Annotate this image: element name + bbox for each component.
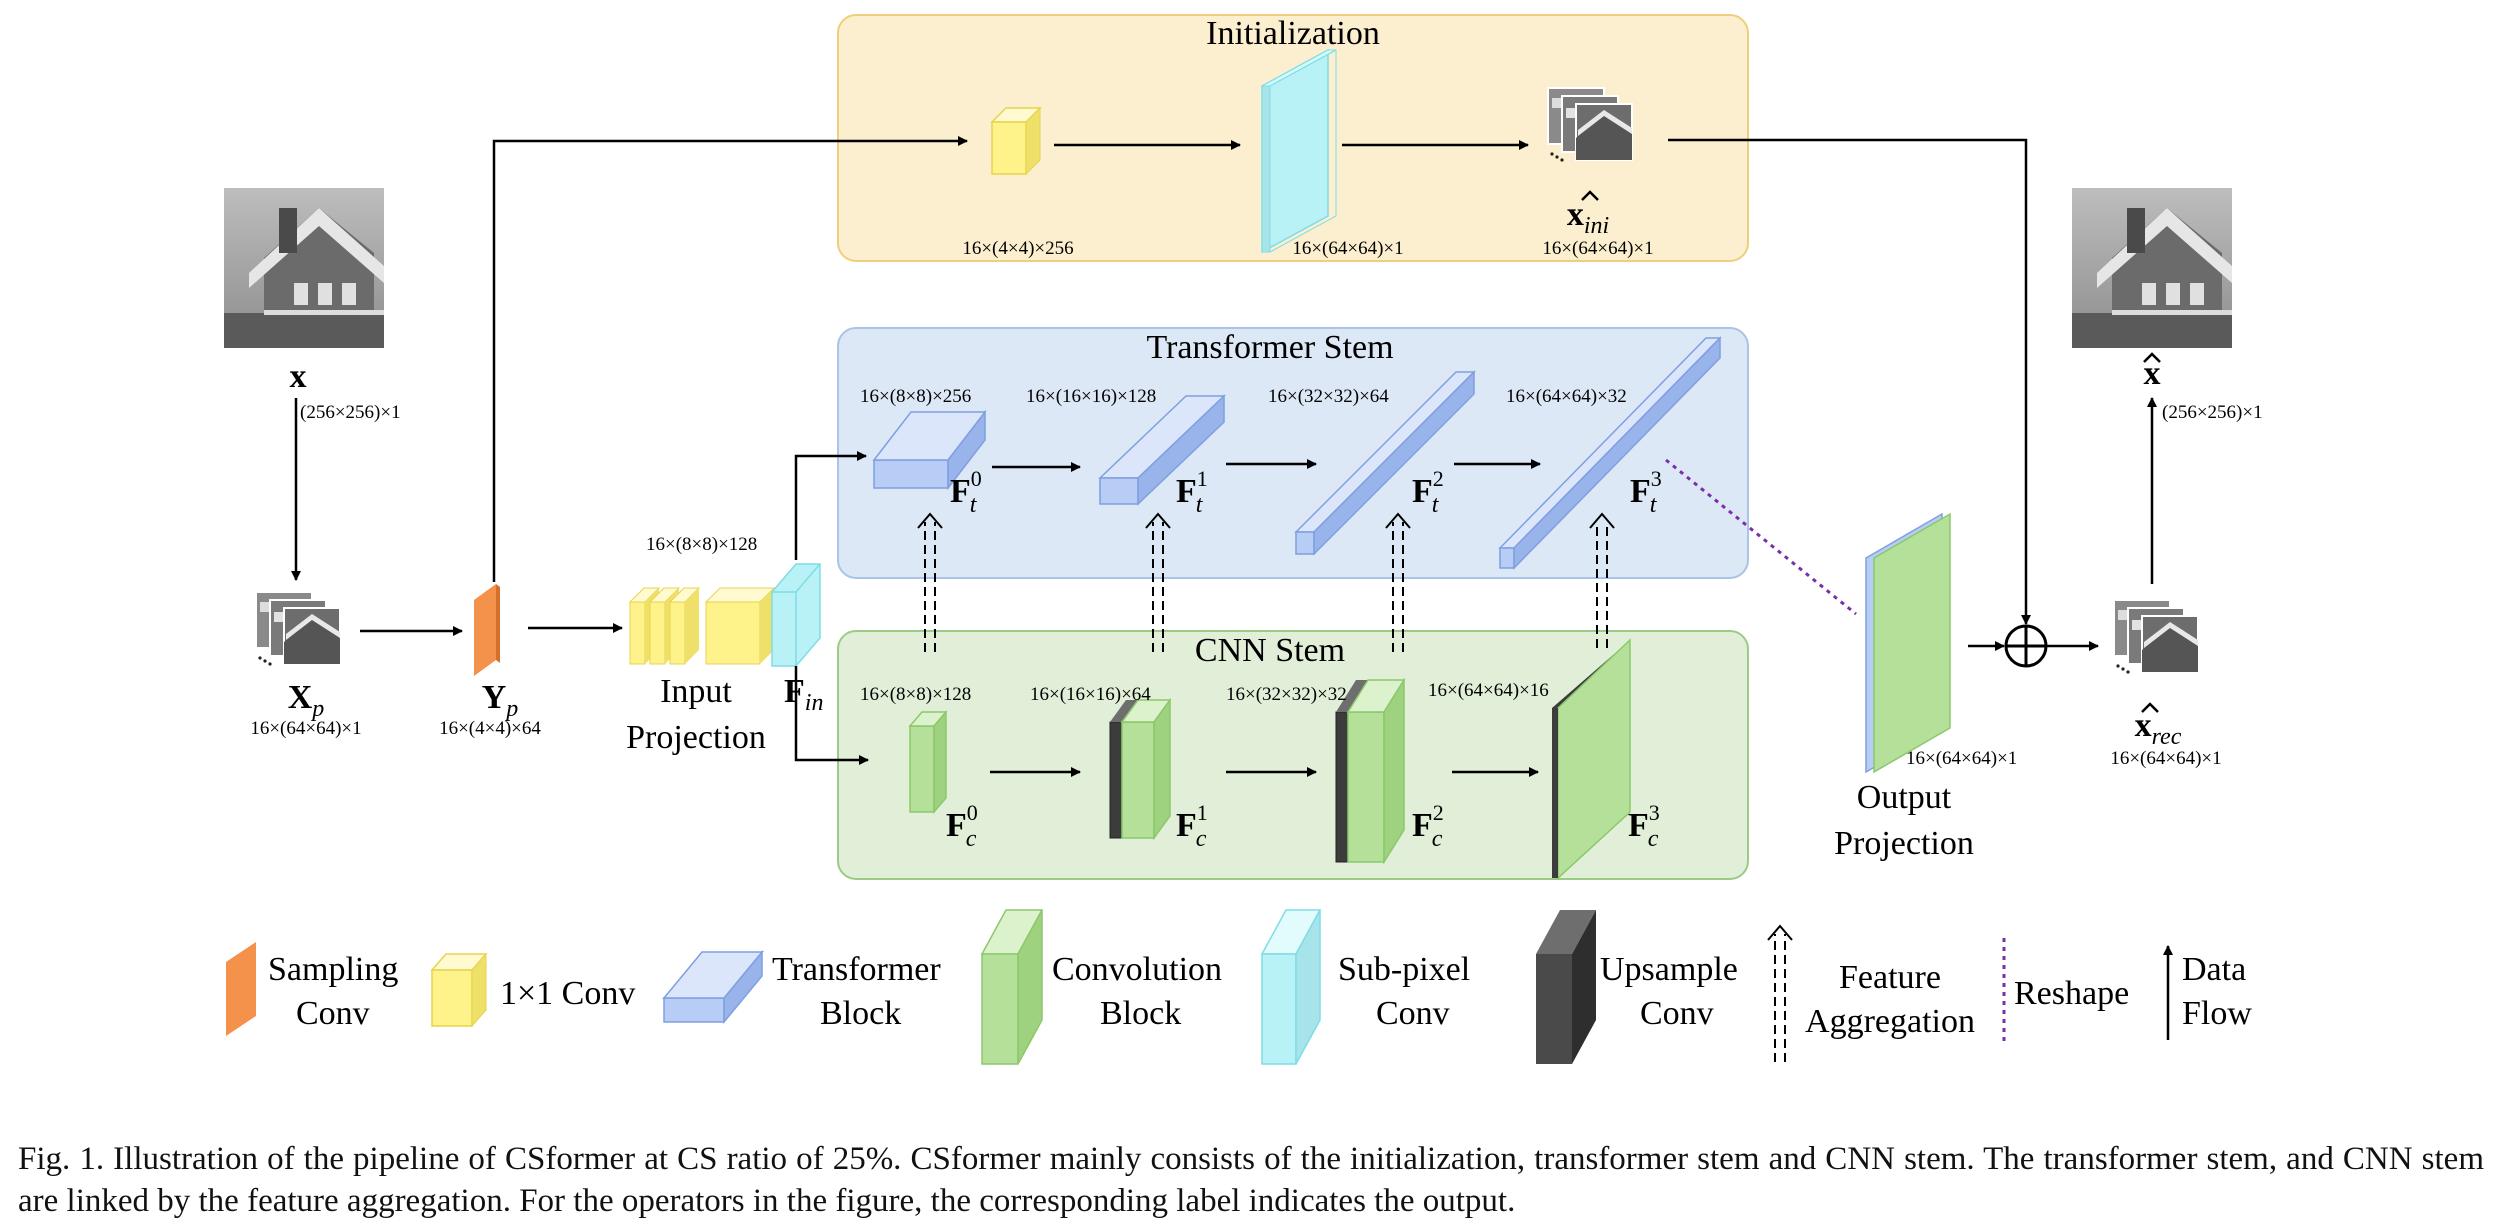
rec-image (2113, 599, 2199, 675)
initialization-title: Initialization (1206, 15, 1380, 52)
cnn-block-2 (1335, 677, 1406, 865)
cnn-block-1 (1109, 697, 1172, 841)
legend-transformer-block-icon (661, 949, 765, 1025)
arrow-fin-to-cnn (794, 666, 869, 765)
init-subpixel-dim: 16×(64×64)×1 (1292, 238, 1403, 259)
svg-text:Data: Data (2182, 951, 2246, 988)
cnn-0-dim: 16×(8×8)×128 (860, 684, 971, 705)
output-projection-dim: 16×(64×64)×1 (1906, 748, 2017, 769)
transformer-2-dim: 16×(32×32)×64 (1268, 386, 1389, 407)
transformer-block-0 (872, 409, 987, 491)
svg-text:Transformer: Transformer (772, 951, 941, 988)
sum-operator (2004, 624, 2048, 668)
svg-text:Sampling: Sampling (268, 951, 398, 988)
arrow-xini-to-sum (1668, 138, 2031, 625)
init-subpixel-block (1261, 48, 1337, 254)
transformer-block-3 (1498, 336, 1722, 570)
input-projection-label-1: Input (660, 673, 732, 710)
input-image (224, 188, 384, 348)
measure-dim: 16×(4×4)×64 (439, 718, 541, 739)
patches-label: Xp (288, 679, 325, 722)
init-conv1x1-block (990, 106, 1042, 176)
transformer-stem-title: Transformer Stem (1146, 329, 1393, 366)
svg-text:Conv: Conv (1640, 995, 1714, 1032)
patches-dim: 16×(64×64)×1 (250, 718, 361, 739)
arrow-fin-to-transformer (794, 451, 867, 560)
output-image (2072, 188, 2232, 348)
rec-label: xrec (2135, 707, 2182, 750)
legend-sampling-icon (226, 942, 256, 1036)
init-conv-dim: 16×(4×4)×256 (962, 238, 1073, 259)
transformer-block-2 (1294, 370, 1476, 556)
svg-text:Convolution: Convolution (1052, 951, 1222, 988)
cnn-1-dim: 16×(16×16)×64 (1030, 684, 1151, 705)
cnn-stem-panel (837, 630, 1749, 880)
transformer-stem-panel (837, 327, 1749, 579)
xini-dim: 16×(64×64)×1 (1542, 238, 1653, 259)
input-projection-dim: 16×(8×8)×128 (646, 534, 757, 555)
svg-text:Conv: Conv (1376, 995, 1450, 1032)
output-label: x (2144, 355, 2161, 392)
legend-subpixel-icon (1260, 909, 1322, 1065)
sampling-conv-block (474, 584, 496, 676)
svg-text:Conv: Conv (296, 995, 370, 1032)
input-projection-label-2: Projection (626, 719, 766, 756)
legend-feature-aggregation-icon (1767, 924, 1793, 1062)
input-label: x (290, 358, 307, 395)
legend-conv-block-icon (980, 909, 1044, 1065)
transformer-0-dim: 16×(8×8)×256 (860, 386, 971, 407)
output-dim: (256×256)×1 (2162, 402, 2263, 423)
svg-text:Flow: Flow (2182, 995, 2252, 1032)
legend-conv1x1-icon (430, 952, 488, 1028)
svg-text:Aggregation: Aggregation (1805, 1003, 1975, 1040)
svg-text:Reshape: Reshape (2014, 975, 2129, 1012)
feature-aggregation-3 (1589, 512, 1615, 648)
legend: Sampling Conv 1×1 Conv Transformer Block… (226, 909, 2252, 1065)
svg-text:Block: Block (1100, 995, 1181, 1032)
cnn-block-3 (1552, 638, 1631, 880)
svg-text:Feature: Feature (1839, 959, 1941, 996)
cnn-stem-title: CNN Stem (1195, 632, 1345, 669)
arrow-sampling-to-init (492, 136, 968, 582)
feature-aggregation-2 (1385, 512, 1411, 652)
figure-caption: Fig. 1. Illustration of the pipeline of … (18, 1141, 2484, 1219)
patches-image (255, 591, 341, 667)
cnn-3-dim: 16×(64×64)×16 (1428, 680, 1549, 701)
transformer-1-dim: 16×(16×16)×128 (1026, 386, 1156, 407)
svg-text:1×1 Conv: 1×1 Conv (500, 975, 635, 1012)
output-projection-label-2: Projection (1834, 825, 1974, 862)
feature-aggregation-1 (1145, 512, 1171, 652)
output-projection-block (1865, 512, 1951, 774)
feature-aggregation-0 (917, 512, 943, 652)
transformer-block-1 (1098, 394, 1226, 506)
legend-upsample-icon (1536, 910, 1596, 1064)
input-dim: (256×256)×1 (300, 402, 401, 423)
input-projection-convs (628, 587, 776, 665)
fin-label: Fin (784, 673, 823, 716)
output-projection-label-1: Output (1857, 779, 1952, 816)
xini-label: xini (1567, 196, 1609, 239)
rec-dim: 16×(64×64)×1 (2110, 748, 2221, 769)
svg-text:Block: Block (820, 995, 901, 1032)
cnn-block-0 (908, 709, 948, 815)
measure-label: Yp (482, 679, 519, 722)
svg-text:Upsample: Upsample (1600, 951, 1738, 988)
cnn-2-dim: 16×(32×32)×32 (1226, 684, 1347, 705)
transformer-3-dim: 16×(64×64)×32 (1506, 386, 1627, 407)
svg-text:Sub-pixel: Sub-pixel (1338, 951, 1470, 988)
